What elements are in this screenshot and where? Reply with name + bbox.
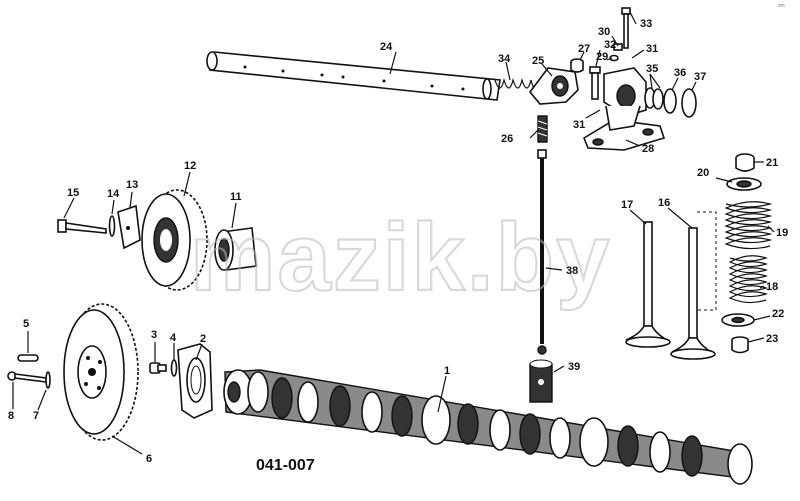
part-6-camshaft-gear xyxy=(63,303,139,441)
part-23-valve-seal xyxy=(731,336,749,354)
callout-1: 1 xyxy=(444,365,450,377)
callout-4: 4 xyxy=(170,332,177,344)
part-29-washer xyxy=(609,54,619,62)
callout-28: 28 xyxy=(642,143,654,155)
callout-38: 38 xyxy=(566,265,578,277)
callout-25: 25 xyxy=(532,55,544,67)
callout-11: 11 xyxy=(230,191,242,203)
callout-39: 39 xyxy=(568,361,580,373)
part-14-washer xyxy=(108,215,116,237)
part-33-bolt xyxy=(621,7,631,49)
callout-31-lower: 31 xyxy=(573,119,585,131)
callout-12: 12 xyxy=(184,160,196,172)
part-16-valve xyxy=(670,227,716,360)
part-2-thrust-flange xyxy=(177,343,213,419)
corner-tag: sm xyxy=(778,3,785,9)
part-27-cap xyxy=(570,58,584,73)
callout-14: 14 xyxy=(107,188,120,200)
part-34-shaft-spring xyxy=(494,77,539,90)
part-21-valve-cap xyxy=(735,153,755,172)
callout-26: 26 xyxy=(501,133,513,145)
watermark: mazik.by xyxy=(190,204,612,311)
part-39-tappet xyxy=(529,359,553,403)
drawing-code: 041-007 xyxy=(256,457,315,474)
part-32-screw xyxy=(589,66,601,100)
part-3-bolt xyxy=(149,362,167,374)
callout-24: 24 xyxy=(380,41,393,53)
part-12-gear xyxy=(141,189,208,291)
part-20-spring-retainer xyxy=(726,177,762,191)
part-35-washers xyxy=(644,87,664,110)
callout-21: 21 xyxy=(766,157,778,169)
callout-32: 32 xyxy=(604,39,616,51)
callout-22: 22 xyxy=(772,308,784,320)
callout-8: 8 xyxy=(8,410,14,422)
callout-6: 6 xyxy=(146,453,152,465)
part-38-push-rod xyxy=(537,149,547,355)
callout-19: 19 xyxy=(776,227,788,239)
callout-7: 7 xyxy=(33,410,39,422)
part-4-washer xyxy=(170,359,178,377)
callout-2: 2 xyxy=(200,333,206,345)
callout-37: 37 xyxy=(694,71,706,83)
callout-23: 23 xyxy=(766,333,778,345)
callout-labels: 1 2 3 4 5 6 7 8 11 12 13 14 15 16 17 18 … xyxy=(8,18,788,465)
part-24-rocker-shaft xyxy=(206,51,501,101)
callout-30: 30 xyxy=(598,26,610,38)
part-18-inner-spring xyxy=(728,255,768,304)
part-13-plate xyxy=(117,204,141,250)
callout-35: 35 xyxy=(646,63,658,75)
assembly-guide-dashes xyxy=(697,211,717,311)
callout-33: 33 xyxy=(640,18,652,30)
callout-18: 18 xyxy=(766,281,778,293)
callout-34: 34 xyxy=(498,53,511,65)
callout-15: 15 xyxy=(67,187,79,199)
part-shaft-washer xyxy=(482,78,492,100)
callout-17: 17 xyxy=(621,199,633,211)
part-5-pin xyxy=(17,354,39,362)
callout-13: 13 xyxy=(126,179,138,191)
part-7-pin xyxy=(45,371,51,389)
part-36-spring-washer xyxy=(663,88,677,114)
part-8-bolt xyxy=(7,371,47,383)
part-37-retaining-ring xyxy=(681,88,697,118)
callout-36: 36 xyxy=(674,67,686,79)
callout-3: 3 xyxy=(151,329,157,341)
part-22-spring-seat xyxy=(721,313,755,327)
callout-20: 20 xyxy=(697,167,709,179)
callout-27: 27 xyxy=(578,43,590,55)
part-19-outer-spring xyxy=(724,201,773,250)
part-30-nut xyxy=(613,43,623,51)
part-26-adjusting-screw xyxy=(537,115,548,143)
part-11-hub xyxy=(214,227,257,271)
leader-lines xyxy=(12,11,775,455)
callout-31-upper: 31 xyxy=(646,43,658,55)
callout-16: 16 xyxy=(658,197,670,209)
callout-29: 29 xyxy=(596,51,608,63)
part-1-camshaft xyxy=(223,369,753,485)
part-28-bracket xyxy=(583,67,666,151)
part-17-valve xyxy=(625,221,671,348)
part-15-bolt xyxy=(57,219,107,234)
callout-5: 5 xyxy=(23,318,29,330)
